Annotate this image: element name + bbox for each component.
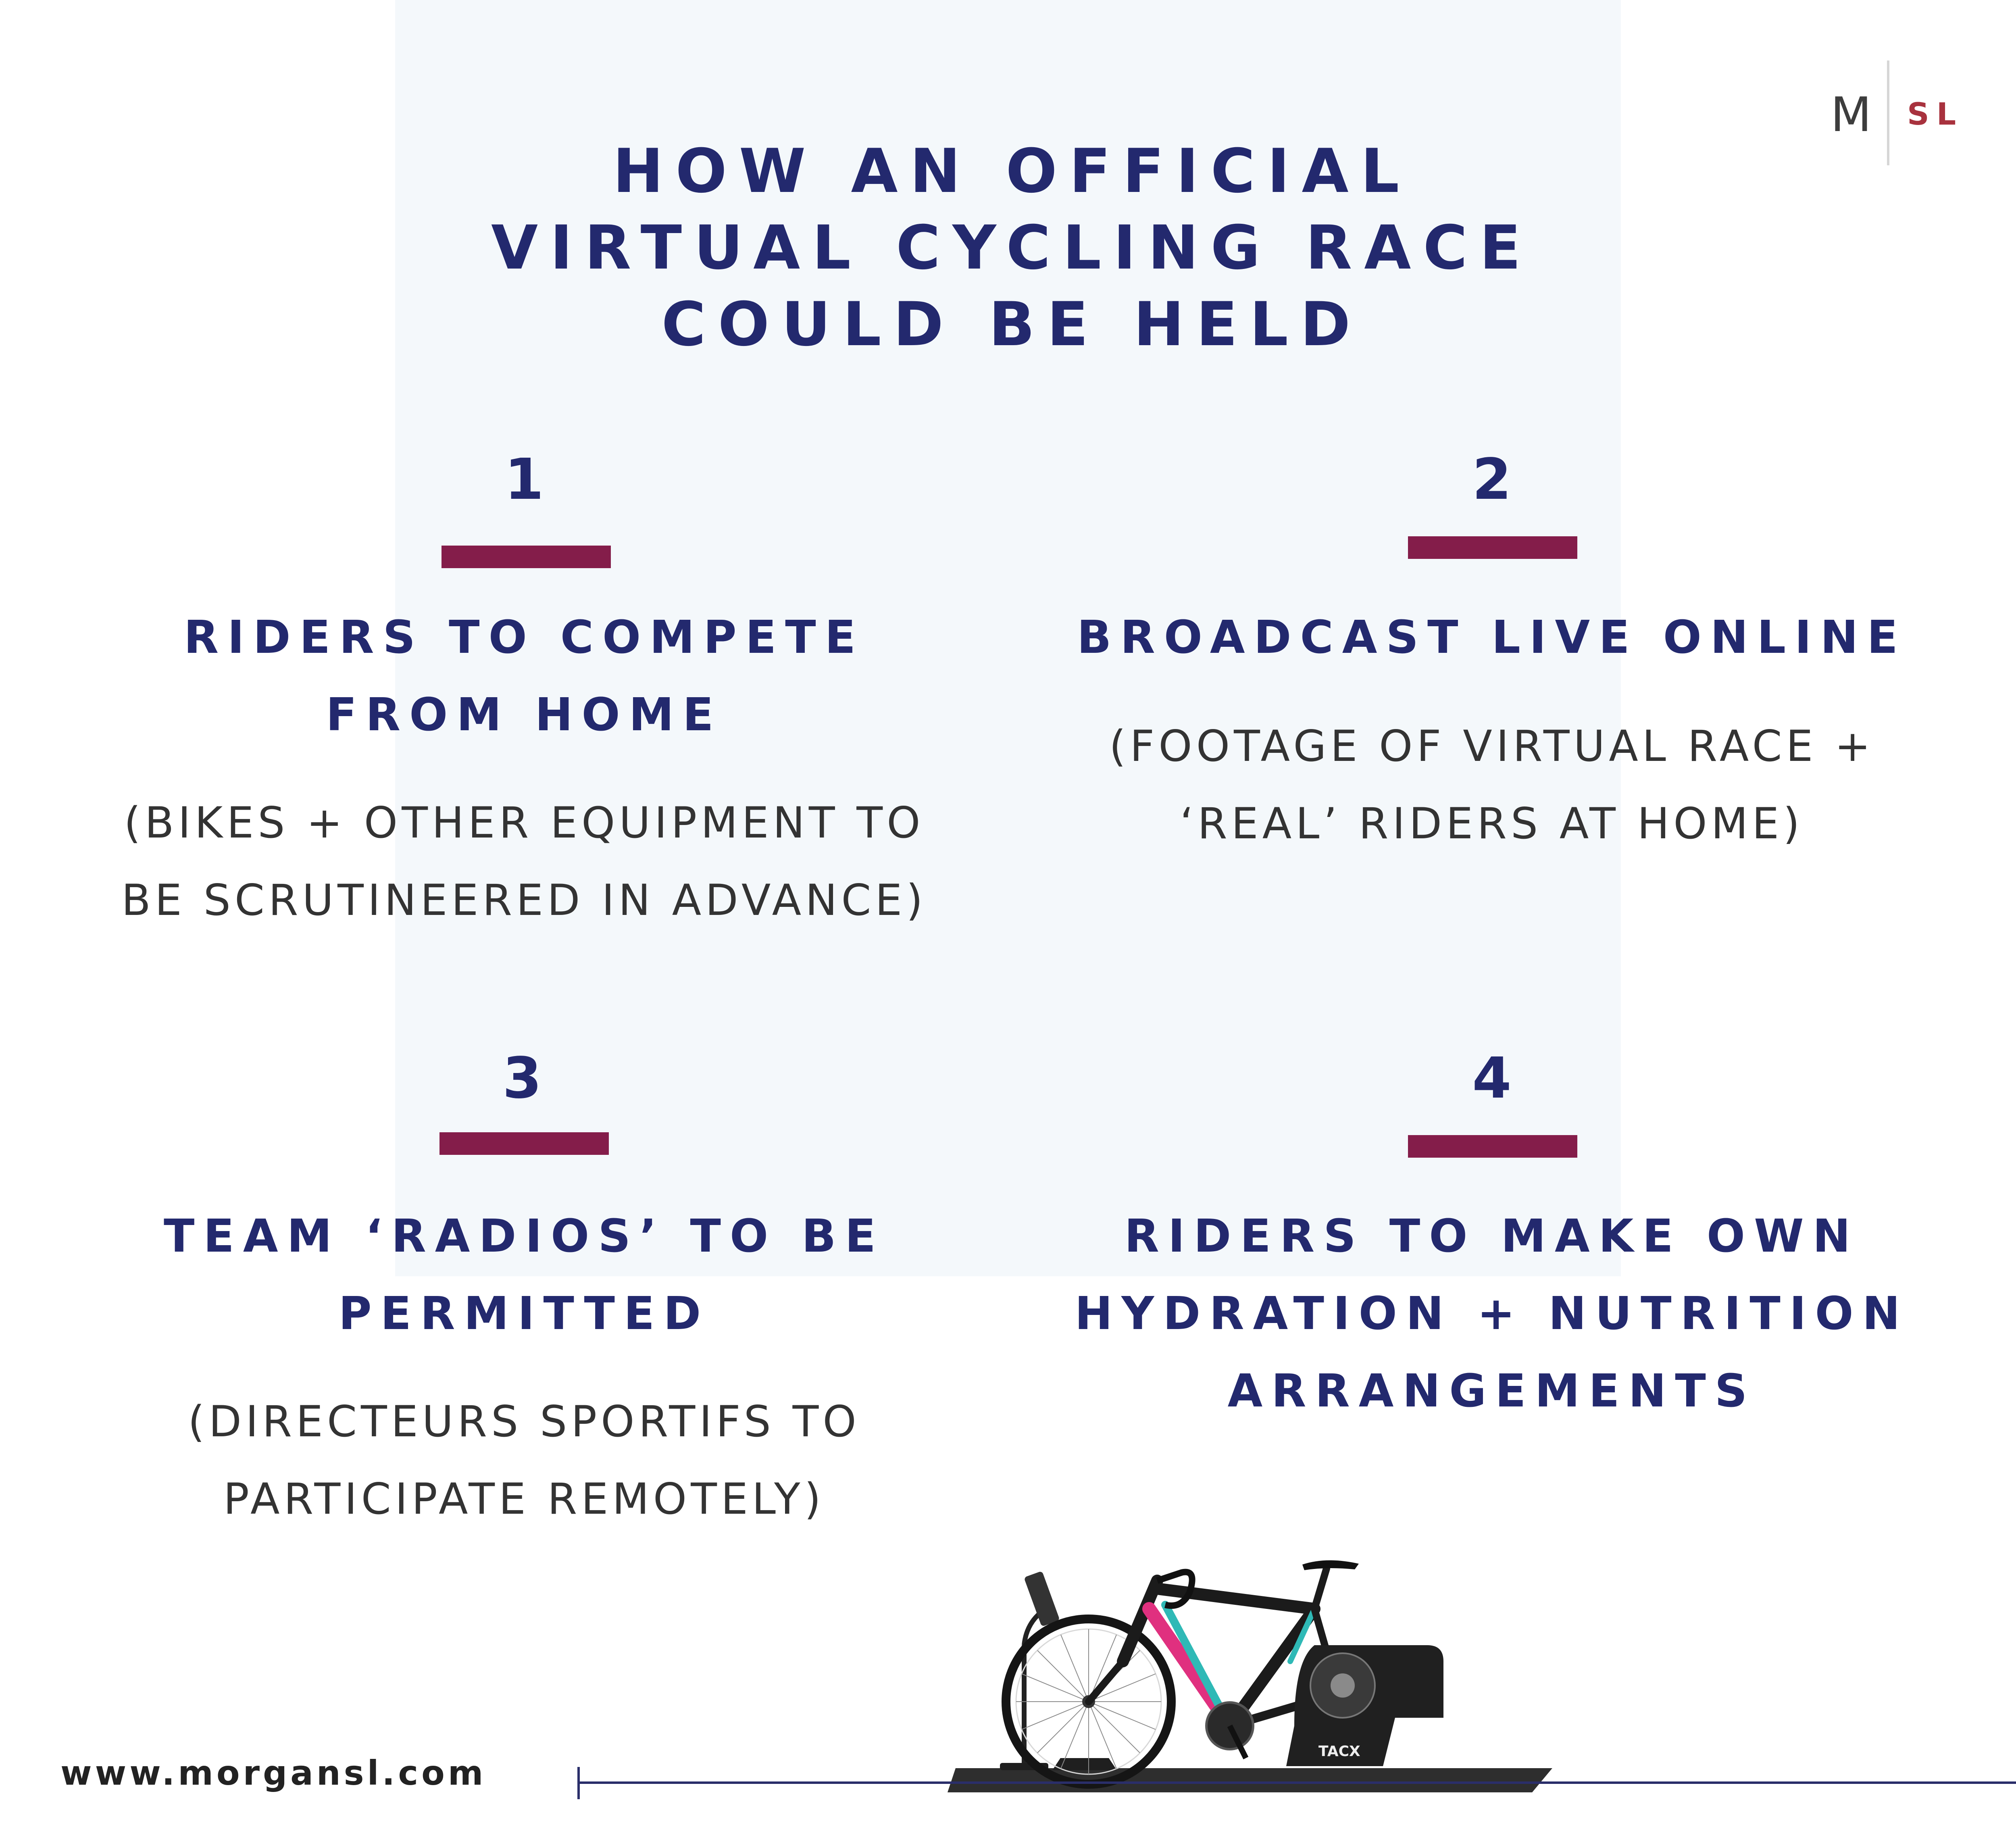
step-detail-2: (FOOTAGE OF VIRTUAL RACE + ‘REAL’ RIDERS… [1109,721,1875,848]
website-url[interactable]: www.morgansl.com [60,1753,487,1793]
step-heading-4: RIDERS TO MAKE OWN HYDRATION + NUTRITION… [1075,1210,1909,1417]
background-panel [395,0,1621,1276]
saddle [1302,1560,1359,1570]
front-wheel [1002,1615,1176,1789]
step-rule-4 [1408,1135,1577,1158]
logo-m: M [1831,87,1872,142]
step-number-1: 1 [504,447,544,513]
step-rule-1 [442,546,611,568]
logo-sl: SL [1907,96,1964,132]
bike-trainer-illustration: TACX [948,1560,1552,1792]
step-detail-1: (BIKES + OTHER EQUIPMENT TO BE SCRUTINEE… [121,798,927,925]
morgan-sl-logo: M SL [1831,60,1960,165]
page-title: HOW AN OFFICIAL VIRTUAL CYCLING RACE COU… [491,136,1533,360]
step-rule-2 [1408,536,1577,559]
step-heading-1: RIDERS TO COMPETE FROM HOME [183,611,865,741]
logo-divider [1887,60,1889,165]
step-heading-2: BROADCAST LIVE ONLINE [1077,611,1907,664]
footer-rule [577,1781,2016,1784]
handlebar [1156,1569,1195,1609]
tablet-icon [1025,1571,1059,1626]
step-number-3: 3 [502,1046,542,1111]
tablet-stand-arm [1022,1611,1042,1646]
step-number-2: 2 [1472,447,1512,513]
trainer-brand: TACX [1318,1743,1360,1760]
step-rule-3 [439,1132,609,1155]
step-heading-3: TEAM ‘RADIOS’ TO BE PERMITTED [163,1210,885,1340]
front-wheel-riser [1052,1758,1117,1770]
step-number-4: 4 [1472,1046,1512,1111]
step-detail-3: (DIRECTEURS SPORTIFS TO PARTICIPATE REMO… [188,1397,860,1524]
